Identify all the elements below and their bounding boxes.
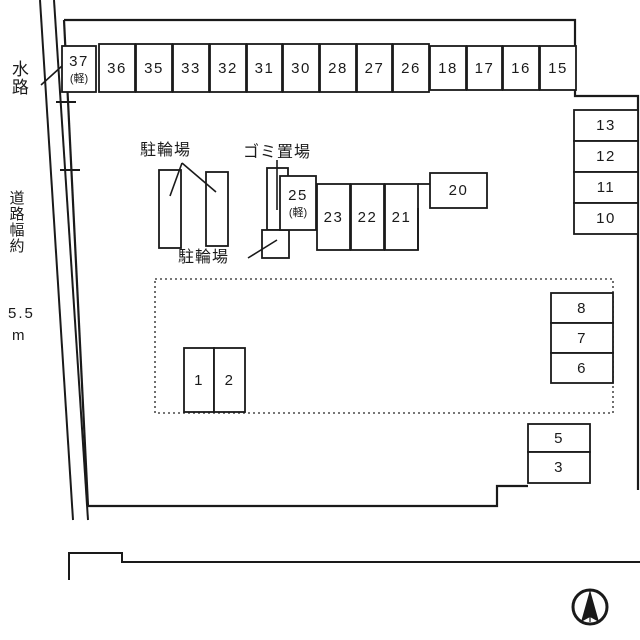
- stall-number-label: 17: [474, 59, 495, 77]
- parking-stall-12[interactable]: 12: [574, 141, 638, 172]
- label-garbage-area: ゴミ置場: [243, 142, 312, 161]
- parking-stall-15[interactable]: 15: [540, 46, 576, 90]
- stall-number-label: 12: [596, 148, 616, 165]
- stall-number-label: 23: [323, 208, 344, 226]
- stall-number-label: 33: [181, 59, 201, 77]
- stall-boxes-mid-row: [279, 172, 488, 251]
- stall-number-label: 26: [401, 59, 421, 77]
- stall-number-label: 37: [69, 52, 89, 70]
- waterway-channel: [39, 0, 89, 521]
- stall-boxes-right-mid: [550, 292, 614, 384]
- stall-boxes-front-pair: [183, 347, 246, 413]
- parking-stall-7[interactable]: 7: [551, 323, 613, 353]
- parking-stall-10[interactable]: 10: [574, 203, 638, 234]
- parking-stall-36[interactable]: 36: [99, 44, 135, 92]
- stall-number-label: 21: [391, 208, 412, 226]
- stall-number-label: 28: [328, 59, 348, 77]
- stall-number-label: 20: [448, 182, 469, 199]
- stall-number-label: 16: [511, 59, 531, 77]
- waterway-leader: [40, 65, 63, 86]
- label-bicycle-parking-bottom: 駐輪場: [178, 247, 230, 266]
- parking-stall-35[interactable]: 35: [136, 44, 172, 92]
- stall-number-label: 22: [357, 208, 378, 226]
- parking-stall-26[interactable]: 26: [393, 44, 429, 92]
- stall-number-label: 32: [218, 59, 238, 77]
- road-edge: [68, 552, 640, 580]
- stall-number-label: 11: [596, 179, 616, 196]
- stall-light-car-tag: (軽): [288, 206, 308, 219]
- stall-number-label: 31: [254, 59, 275, 77]
- stall-number-label: 8: [577, 299, 587, 317]
- stall-boxes-right-upper: [573, 109, 639, 235]
- label-waterway: 水路: [7, 60, 28, 96]
- parking-stall-28[interactable]: 28: [320, 44, 356, 92]
- stall-number-label: 2: [224, 371, 235, 389]
- parking-stall-16[interactable]: 16: [503, 46, 539, 90]
- parking-stall-1[interactable]: 1: [184, 348, 214, 412]
- stall-boxes-right-lower: [527, 423, 591, 484]
- stall-number-label: 35: [144, 59, 164, 77]
- annotation-leader-lines: [169, 160, 278, 259]
- parking-stall-25[interactable]: 25 (軽): [280, 176, 316, 230]
- parking-stall-37[interactable]: 37 (軽): [62, 46, 96, 92]
- parking-stall-2[interactable]: 2: [214, 348, 245, 412]
- stall-light-car-tag: (軽): [69, 72, 89, 85]
- parking-stall-20[interactable]: 20: [430, 173, 487, 208]
- stall-number-label: 10: [596, 210, 616, 227]
- parking-stall-6[interactable]: 6: [551, 353, 613, 383]
- parking-stall-21[interactable]: 21: [385, 184, 418, 250]
- stall-number-label: 36: [107, 59, 127, 77]
- parking-stall-11[interactable]: 11: [574, 172, 638, 203]
- stall-number-label: 1: [194, 371, 204, 389]
- north-arrow: [571, 588, 609, 626]
- label-road-width-3: m: [12, 327, 25, 344]
- stall-number-label: 18: [438, 59, 458, 77]
- parking-stall-22[interactable]: 22: [351, 184, 384, 250]
- parking-stall-18[interactable]: 18: [430, 46, 466, 90]
- building-footprint: [154, 278, 614, 414]
- parking-stall-8[interactable]: 8: [551, 293, 613, 323]
- parking-stall-27[interactable]: 27: [357, 44, 392, 92]
- label-bicycle-parking-top: 駐輪場: [140, 140, 192, 159]
- stall-number-label: 15: [548, 59, 568, 77]
- label-road-width-2: 5.5: [8, 305, 35, 322]
- parking-stall-30[interactable]: 30: [283, 44, 319, 92]
- stall-number-label: 6: [577, 359, 587, 377]
- parking-stall-31[interactable]: 31: [247, 44, 282, 92]
- stall-number-label: 5: [554, 429, 564, 447]
- parking-stall-13[interactable]: 13: [574, 110, 638, 141]
- parking-stall-5[interactable]: 5: [528, 424, 590, 452]
- label-road-width-1: 道路幅約: [7, 190, 26, 254]
- stall-number-label: 7: [577, 329, 587, 347]
- stall-number-label: 3: [554, 459, 564, 476]
- parking-stall-32[interactable]: 32: [210, 44, 246, 92]
- stall-boxes-top-row: [61, 43, 577, 93]
- parking-stall-33[interactable]: 33: [173, 44, 209, 92]
- stall-20-connectors: [417, 183, 430, 250]
- stall-number-label: 25: [288, 186, 308, 204]
- parking-stall-3[interactable]: 3: [528, 452, 590, 483]
- parking-stall-17[interactable]: 17: [467, 46, 502, 90]
- stall-number-label: 27: [364, 59, 385, 77]
- stall-number-label: 30: [291, 59, 311, 77]
- parking-stall-23[interactable]: 23: [317, 184, 350, 250]
- stall-number-label: 13: [596, 117, 616, 134]
